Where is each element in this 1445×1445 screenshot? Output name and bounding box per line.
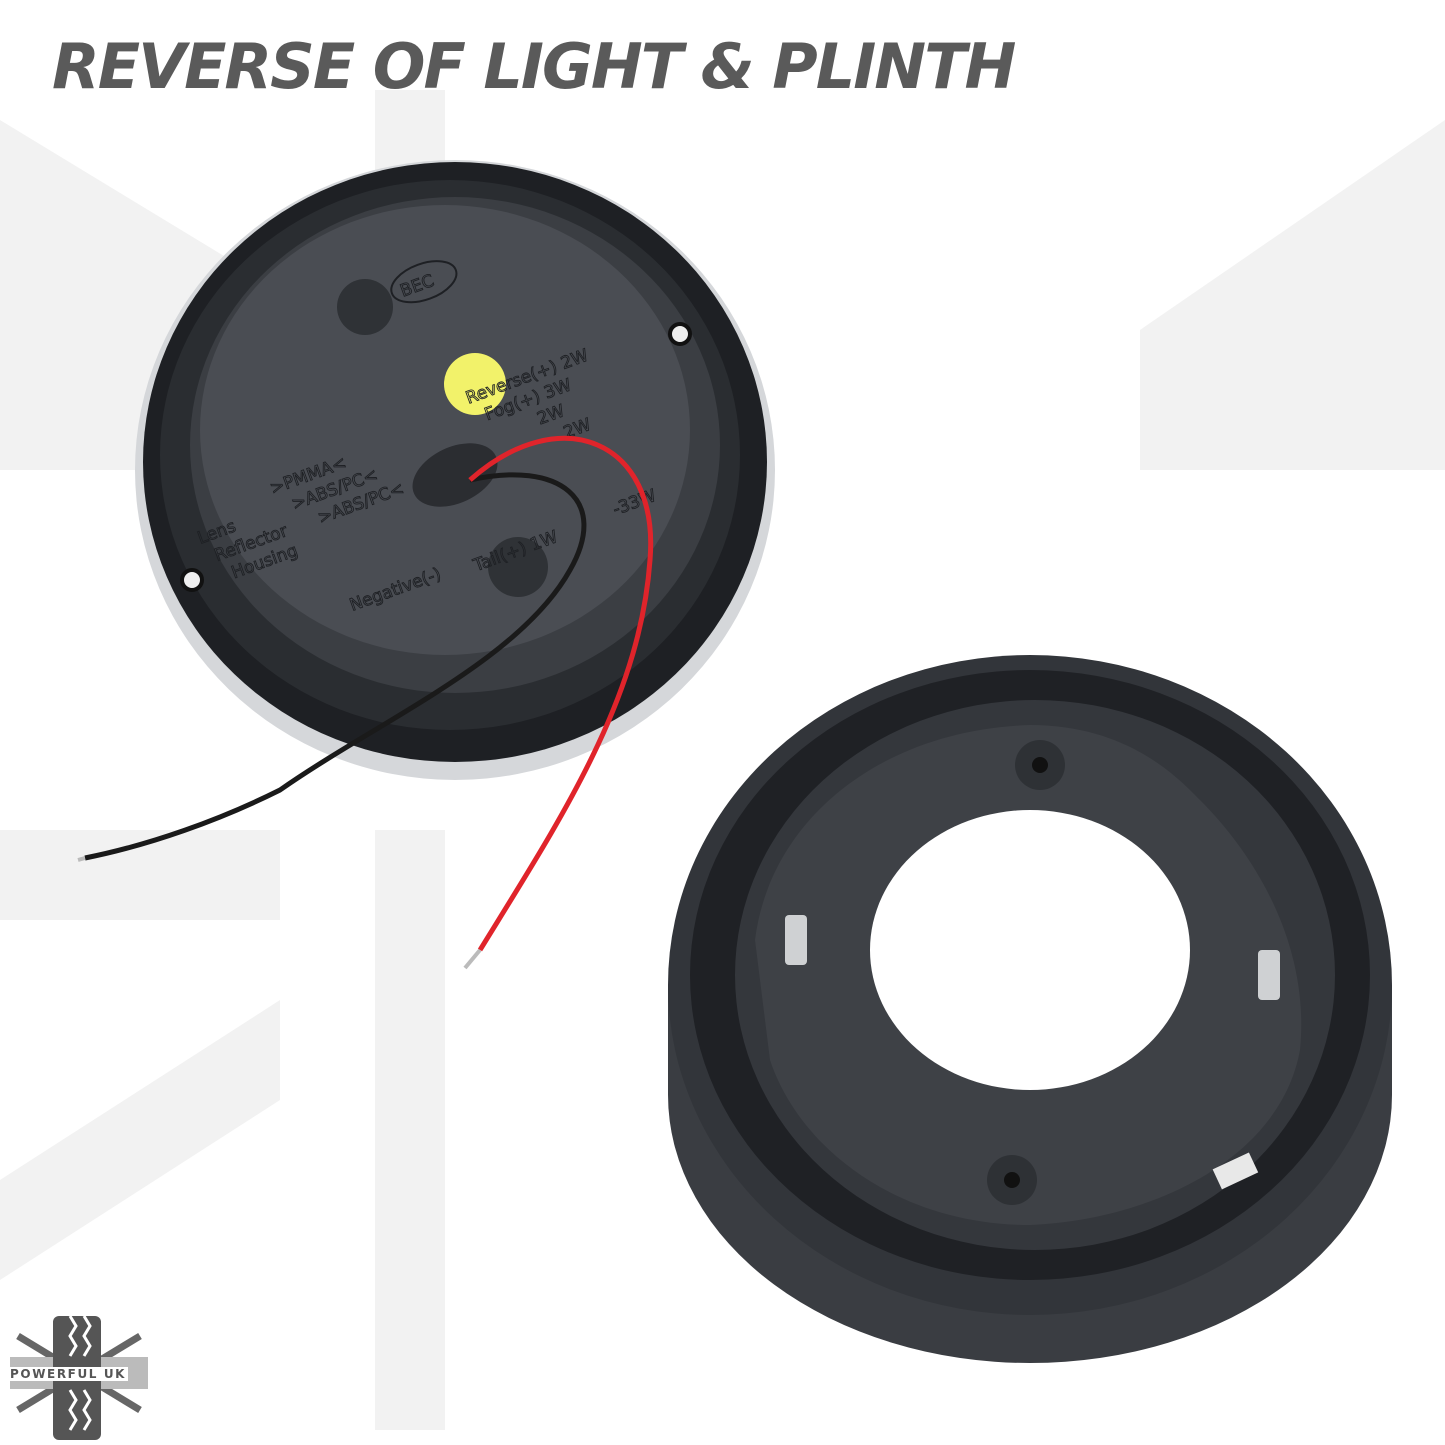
page-title: REVERSE OF LIGHT & PLINTH [52,30,1016,103]
plinth [668,655,1392,1363]
logo-text: POWERFUL UK [8,1367,129,1381]
light-housing [135,160,775,780]
sticker [444,353,506,415]
red-wire [468,435,654,952]
black-wire [84,472,587,861]
